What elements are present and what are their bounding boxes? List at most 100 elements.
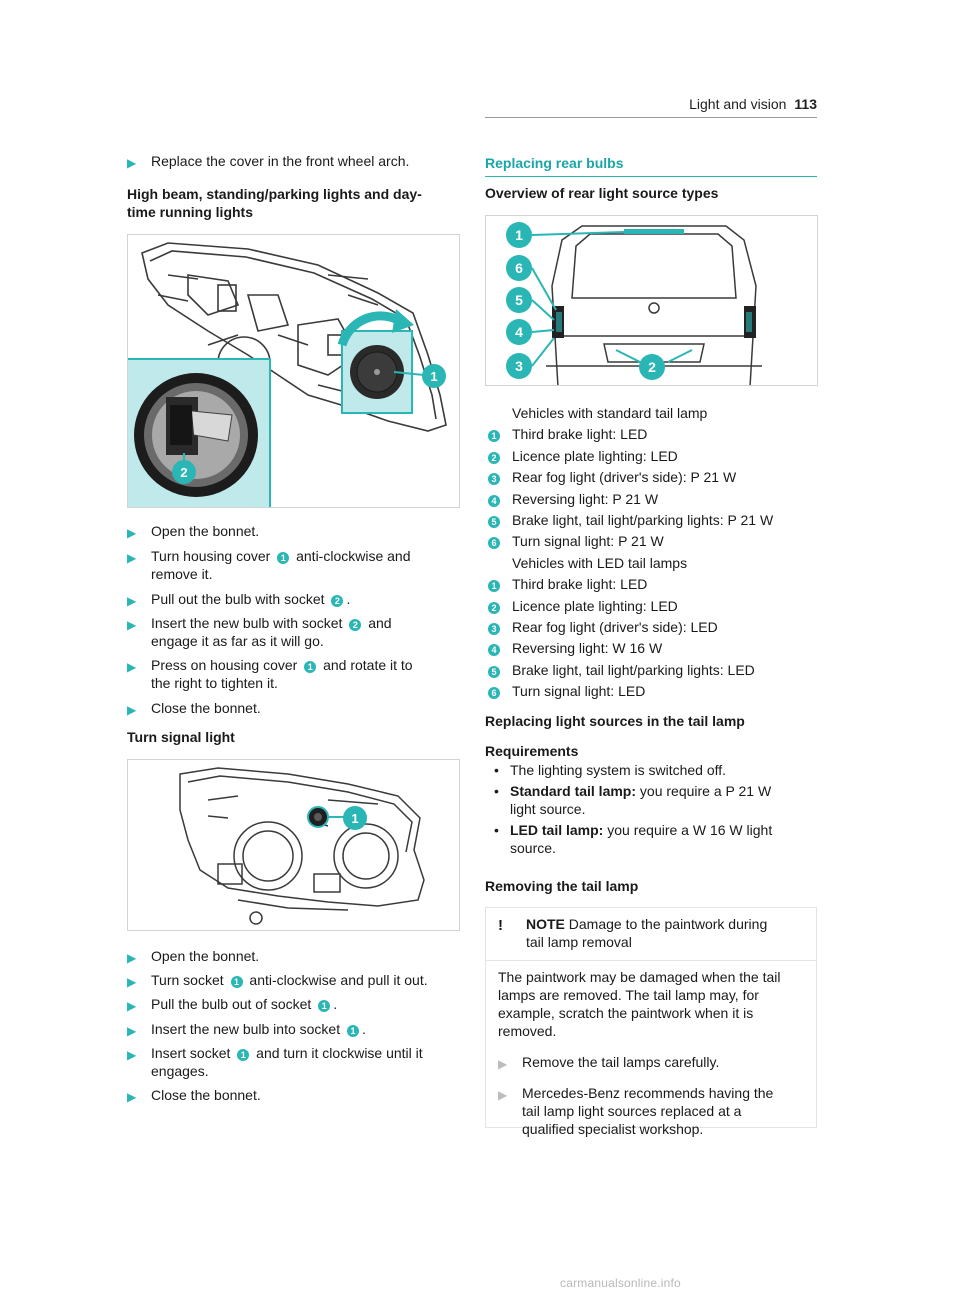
item-text: Reversing light: W 16 W	[512, 640, 663, 657]
arrow-right-icon: ▶	[127, 703, 137, 717]
step-text: Pull the bulb out of socket 1.	[151, 996, 462, 1014]
figure-label: 2	[648, 359, 656, 375]
bullet-icon: •	[494, 821, 499, 838]
overview-title: Overview of rear light source types	[485, 185, 719, 201]
text: remove it.	[151, 565, 213, 582]
text: and turn it clockwise until it	[252, 1045, 423, 1061]
figure-label: 6	[515, 260, 523, 276]
item-text: Brake light, tail light/parking lights: …	[512, 511, 774, 528]
title-line: High beam, standing/parking lights and d…	[127, 186, 422, 202]
step-text: Remove the tail lamps carefully.	[522, 1054, 720, 1071]
list-item: 2 Licence plate lighting: LED	[485, 598, 817, 619]
text: Pull out the bulb with socket	[151, 591, 329, 607]
callout-number: 4	[488, 494, 500, 507]
item-text: Licence plate lighting: LED	[512, 597, 678, 614]
arrow-right-icon: ▶	[498, 1057, 508, 1072]
step-insert-socket: ▶ Insert socket 1 and turn it clockwise …	[127, 1045, 462, 1081]
item-text: Standard tail lamp: you require a P 21 W…	[510, 783, 771, 819]
arrow-right-icon: ▶	[498, 1088, 508, 1103]
callout-number: 2	[488, 601, 500, 614]
text: anti-clockwise and pull it out.	[245, 972, 428, 988]
arrow-right-icon: ▶	[127, 526, 137, 540]
arrow-right-icon: ▶	[127, 156, 137, 170]
arrow-right-icon: ▶	[127, 1024, 137, 1038]
section-title-rear-bulbs: Replacing rear bulbs	[485, 155, 624, 171]
text: Insert the new bulb into socket	[151, 1021, 344, 1037]
page-number: 113	[794, 96, 817, 112]
step-pull-bulb: ▶ Pull the bulb out of socket 1.	[127, 996, 462, 1015]
text: and rotate it to	[319, 657, 413, 673]
text: Press on housing cover	[151, 657, 302, 673]
callout-number: 1	[230, 976, 243, 988]
arrow-right-icon: ▶	[127, 660, 137, 674]
text: Damage to the paintwork during	[564, 916, 768, 932]
text-line: example, scratch the paintwork when it i…	[498, 1004, 754, 1021]
text: you require a W 16 W light	[603, 821, 773, 838]
callout-number: 1	[347, 1025, 359, 1037]
section-title-high-beam: High beam, standing/parking lights and d…	[127, 186, 462, 222]
figure-label: 1	[430, 369, 437, 384]
callout-number: 2	[349, 619, 362, 631]
item-text: Rear fog light (driver's side): LED	[512, 618, 718, 635]
callout-number: 2	[331, 595, 344, 607]
headlamp-figure: 1 2	[127, 234, 460, 508]
requirements-list: •The lighting system is switched off. •S…	[494, 762, 816, 858]
callout-number: 6	[488, 687, 500, 700]
text: Insert the new bulb with socket	[151, 615, 347, 631]
text: Insert socket	[151, 1045, 235, 1061]
headlamp-illustration: 1 2	[128, 242, 447, 507]
requirements-title: Requirements	[485, 743, 579, 759]
arrow-right-icon: ▶	[127, 975, 137, 989]
step-pull-out-bulb: ▶ Pull out the bulb with socket 2.	[127, 591, 462, 610]
removing-title: Removing the tail lamp	[485, 878, 639, 894]
callout-number: 1	[237, 1049, 250, 1061]
text: tail lamp light sources replaced at a	[522, 1103, 742, 1120]
text: anti-clockwise and	[292, 548, 411, 564]
text: light source.	[510, 800, 586, 817]
item-text: Turn signal light: P 21 W	[512, 533, 664, 550]
step-text: Press on housing cover 1 and rotate it t…	[151, 657, 462, 693]
text-line: removed.	[498, 1022, 557, 1039]
rear-vehicle-illustration: 1 6 5 4 3 2	[506, 222, 762, 385]
callout-number: 1	[304, 661, 317, 673]
step-text: Replace the cover in the front wheel arc…	[151, 153, 410, 169]
bullet-icon: •	[494, 782, 499, 799]
rear-lights-figure: 1 6 5 4 3 2	[485, 215, 818, 386]
item-text: Reversing light: P 21 W	[512, 490, 659, 507]
intro-step: ▶ Replace the cover in the front wheel a…	[127, 153, 462, 172]
turn-signal-illustration: 1	[179, 767, 425, 925]
item-text: Licence plate lighting: LED	[512, 447, 678, 464]
item-text: Brake light, tail light/parking lights: …	[512, 661, 755, 678]
text: Turn socket	[151, 972, 228, 988]
text: engage it as far as it will go.	[151, 632, 324, 649]
arrow-right-icon: ▶	[127, 999, 137, 1013]
arrow-right-icon: ▶	[127, 1048, 137, 1062]
figure-label: 5	[515, 292, 523, 308]
text: .	[333, 996, 338, 1012]
step-close-bonnet-2: ▶ Close the bonnet.	[127, 1087, 462, 1106]
text: .	[346, 591, 351, 607]
text: .	[362, 1021, 366, 1037]
item-text: Turn signal light: LED	[512, 683, 646, 700]
step-open-bonnet-2: ▶ Open the bonnet.	[127, 948, 462, 967]
text: Turn housing cover	[151, 548, 275, 564]
text: Pull the bulb out of socket	[151, 996, 316, 1012]
arrow-right-icon: ▶	[127, 551, 137, 565]
step-text: Turn socket 1 anti-clockwise and pull it…	[151, 972, 462, 990]
callout-number: 6	[488, 537, 500, 550]
arrow-right-icon: ▶	[127, 1090, 137, 1104]
step-text: Open the bonnet.	[151, 948, 260, 964]
